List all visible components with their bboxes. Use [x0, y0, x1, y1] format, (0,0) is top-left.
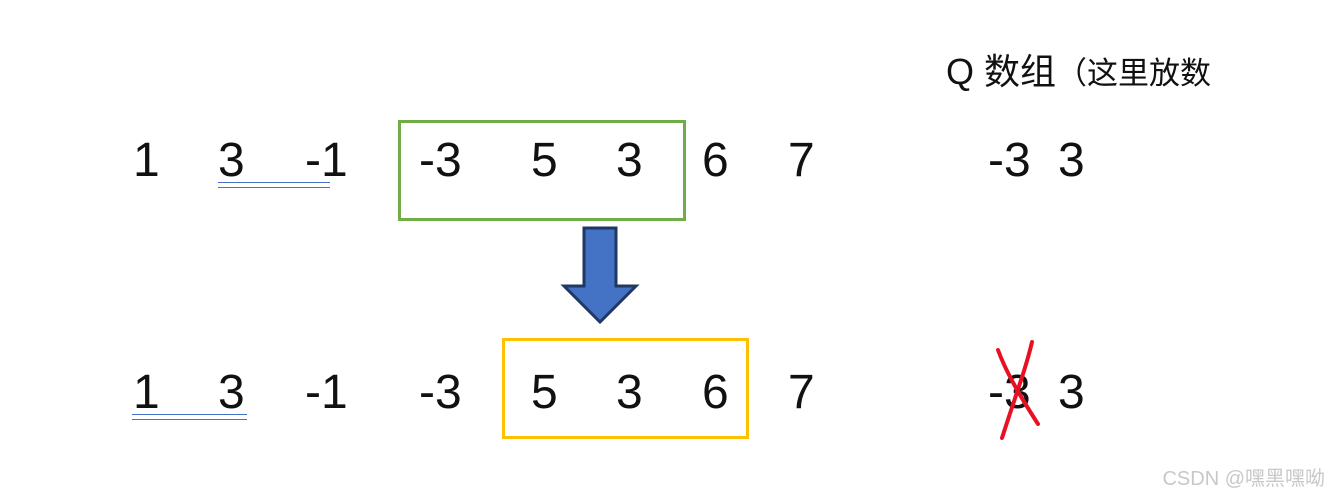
array-cell: 6 — [702, 134, 729, 187]
array-cell: -3 — [419, 366, 462, 419]
array-cell: 1 — [133, 366, 160, 419]
array-cell: 6 — [702, 366, 729, 419]
array-cell: 1 — [133, 134, 160, 187]
queue-title: Q 数组（这里放数 — [946, 52, 1211, 94]
down-arrow-icon — [560, 226, 640, 325]
array-cell: 7 — [788, 366, 815, 419]
array-cell: 3 — [218, 134, 245, 187]
array-cell: -1 — [305, 134, 348, 187]
array-cell: -3 — [419, 134, 462, 187]
array-cell: 3 — [616, 134, 643, 187]
queue-item: 3 — [1058, 134, 1085, 187]
array-cell: 7 — [788, 134, 815, 187]
cross-out-icon — [996, 340, 1040, 440]
double-underline — [132, 414, 247, 420]
queue-title-paren: （这里放数 — [1056, 56, 1212, 91]
array-cell: 5 — [531, 366, 558, 419]
watermark: CSDN @嘿黑嘿呦 — [1162, 468, 1325, 490]
queue-item: 3 — [1058, 366, 1085, 419]
array-cell: 3 — [616, 366, 643, 419]
double-underline — [218, 182, 330, 188]
array-cell: 5 — [531, 134, 558, 187]
queue-item: -3 — [988, 134, 1031, 187]
array-cell: 3 — [218, 366, 245, 419]
window-after-box — [502, 338, 749, 439]
array-cell: -1 — [305, 366, 348, 419]
queue-title-main: Q 数组 — [946, 51, 1057, 92]
window-before-box — [398, 120, 686, 221]
